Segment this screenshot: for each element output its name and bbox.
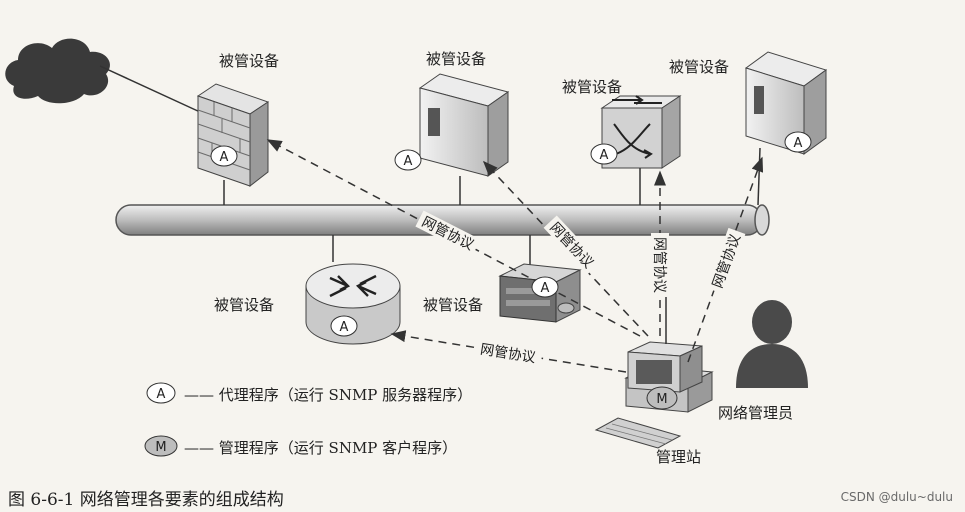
cloud-link [99,65,201,113]
label-server2: 被管设备 [669,58,730,76]
firewall-icon [196,83,270,188]
figure-caption: 图 6-6-1 网络管理各要素的组成结构 [8,490,284,510]
agent-badge: A [531,276,559,298]
svg-text:A: A [541,281,550,296]
label-server1: 被管设备 [426,50,487,68]
agent-badge: A [590,143,618,165]
legend-manager-text: —— 管理程序（运行 SNMP 客户程序） [184,439,458,457]
protocol-label-router: 网管协议 [479,342,537,367]
person-icon [736,300,808,388]
agent-badge: A [394,149,422,171]
server-icon [744,51,828,155]
manager-badge: M [646,386,678,410]
svg-text:A: A [794,136,803,151]
legend-manager-symbol: M [144,435,178,457]
svg-text:A: A [157,387,166,402]
label-rack-server: 被管设备 [423,296,484,314]
protocol-label-switch: 网管协议 [651,237,667,293]
label-firewall: 被管设备 [219,52,280,70]
network-diagram: 网管协议 网管协议 网管协议 网管协议 网管协议 A A A A A A M A [5,38,828,457]
label-network-admin: 网络管理员 [718,404,794,422]
agent-badge: A [784,131,812,153]
svg-text:A: A [600,148,609,163]
agent-badge: A [330,315,358,337]
svg-text:A: A [404,154,413,169]
legend-agent-symbol: A [146,382,176,404]
agent-badge: A [210,145,238,167]
server2-link [757,147,761,206]
rack-server-icon [498,235,582,323]
svg-text:A: A [340,320,349,335]
label-management-station: 管理站 [656,448,702,466]
svg-text:M: M [656,392,667,407]
protocol-label-server2: 网管协议 [710,232,744,290]
router-icon [305,263,401,345]
svg-text:A: A [220,150,229,165]
keyboard-icon [594,417,682,449]
legend-agent-text: —— 代理程序（运行 SNMP 服务器程序） [184,386,473,404]
svg-text:M: M [155,440,166,455]
watermark: CSDN @dulu~dulu [840,490,953,504]
label-router: 被管设备 [214,296,275,314]
server-icon [418,73,510,177]
label-switch: 被管设备 [562,78,623,96]
cloud-icon [5,38,111,104]
